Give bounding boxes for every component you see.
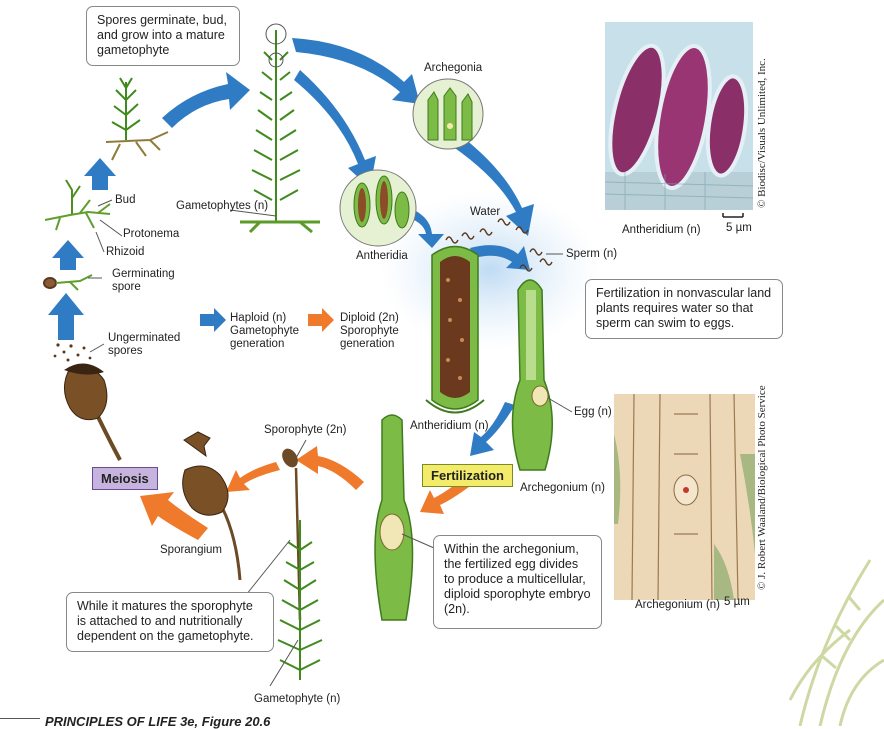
figure-caption: PRINCIPLES OF LIFE 3e, Figure 20.6 bbox=[45, 714, 271, 729]
antheridia-inset bbox=[339, 169, 417, 247]
photo-credit-top: © Biodisc/Visuals Unlimited, Inc. bbox=[756, 58, 768, 208]
label-sporangium: Sporangium bbox=[160, 544, 223, 556]
label-egg: Egg (n) bbox=[574, 406, 612, 418]
label-protonema: Protonema bbox=[123, 228, 180, 240]
mature-gametophytes bbox=[240, 23, 320, 234]
label-rhizoid: Rhizoid bbox=[106, 246, 145, 258]
label-gametophytes: Gametophytes (n) bbox=[176, 200, 269, 212]
decorative-moss-corner bbox=[788, 559, 884, 726]
label-antheridium-photo: Antheridium (n) bbox=[622, 224, 701, 236]
legend-haploid-label: Haploid (n) Gametophyte generation bbox=[230, 312, 300, 350]
label-bud: Bud bbox=[115, 194, 136, 206]
sporophyte-plant bbox=[277, 448, 323, 680]
label-gametophyte-bottom: Gametophyte (n) bbox=[254, 693, 341, 705]
label-antheridium-diagram: Antheridium (n) bbox=[410, 420, 489, 432]
label-ungerminated-spores: Ungerminated spores bbox=[108, 332, 181, 357]
legend-haploid-arrow bbox=[200, 308, 226, 332]
footer-rule bbox=[0, 718, 40, 719]
archegonia-inset bbox=[412, 78, 484, 150]
label-archegonium-diagram: Archegonium (n) bbox=[520, 482, 606, 494]
label-archegonium-photo: Archegonium (n) bbox=[635, 599, 721, 611]
antheridium-large bbox=[425, 245, 485, 414]
sperm-cells bbox=[445, 218, 553, 272]
legend-diploid-arrow bbox=[308, 308, 334, 332]
fertilization-tag: Fertilization bbox=[422, 464, 513, 487]
antheridium-micrograph bbox=[605, 22, 753, 210]
mature-capsule bbox=[64, 363, 122, 461]
sporangium-capsule bbox=[182, 431, 242, 581]
label-antheridia: Antheridia bbox=[356, 250, 408, 262]
label-sperm: Sperm (n) bbox=[566, 248, 618, 260]
label-germinating-spore: Germinating spore bbox=[112, 268, 175, 293]
photo-credit-bottom: © J. Robert Waaland/Biological Photo Ser… bbox=[756, 385, 768, 590]
label-sporophyte: Sporophyte (2n) bbox=[264, 424, 347, 436]
archegonium-large bbox=[511, 279, 553, 471]
scale-label-top: 5 µm bbox=[726, 222, 752, 234]
callout-spores-germinate: Spores germinate, bud, and grow into a m… bbox=[86, 6, 240, 66]
archegonium-micrograph bbox=[614, 394, 755, 600]
label-archegonia: Archegonia bbox=[424, 62, 483, 74]
legend-diploid-label: Diploid (2n) Sporophyte generation bbox=[340, 312, 399, 350]
young-gametophyte bbox=[105, 77, 169, 161]
germinating-spore bbox=[43, 274, 93, 291]
scale-label-bottom: 5 µm bbox=[724, 596, 750, 608]
label-water: Water bbox=[470, 206, 501, 218]
callout-fertilization-water: Fertilization in nonvascular land plants… bbox=[585, 279, 783, 339]
protonema bbox=[44, 179, 111, 231]
meiosis-tag: Meiosis bbox=[92, 467, 158, 490]
callout-sporophyte-attached: While it matures the sporophyte is attac… bbox=[66, 592, 274, 652]
callout-archegonium-egg: Within the archegonium, the fertilized e… bbox=[433, 535, 602, 629]
archegonium-embryo bbox=[374, 414, 414, 621]
spore-dots bbox=[53, 343, 92, 362]
